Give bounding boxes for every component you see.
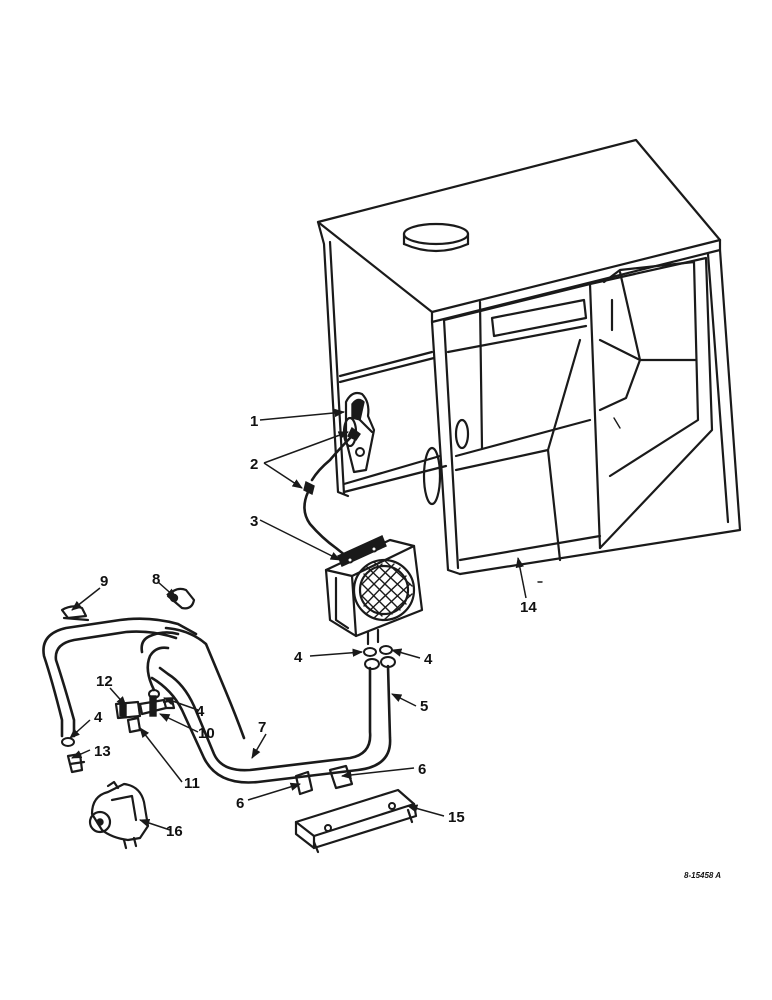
cab-assembly [316,138,742,576]
callout-12: 12 [96,673,113,690]
callout-5: 5 [420,698,428,715]
hose-clamps [61,645,396,747]
callout-6-left: 6 [236,795,244,812]
callout-4-fitting: 4 [196,703,205,720]
tee-fitting-12 [114,700,142,720]
heater-unit [324,535,424,646]
callout-6-right: 6 [418,761,426,778]
callout-7: 7 [258,719,266,736]
callout-11: 11 [184,775,200,792]
drawing-number: 8-15458 A [684,871,721,880]
nipple-fitting-11 [126,716,142,734]
callout-4-left: 4 [294,649,303,666]
callout-9: 9 [100,573,108,590]
hose-support-6b [328,764,354,790]
callout-13: 13 [94,743,111,760]
callout-10: 10 [198,725,215,742]
mounting-bracket-15 [294,788,418,854]
callout-8: 8 [152,571,160,588]
water-pump-16 [88,780,150,850]
callout-14: 14 [520,599,537,616]
heater-control-valve [344,391,376,474]
callout-4-lower: 4 [94,709,103,726]
grille-mesh [361,559,413,621]
callout-1: 1 [250,413,258,430]
heater-hose-7 [42,617,246,740]
callout-2: 2 [250,456,258,473]
callout-labels: 1 2 3 4 4 4 4 5 6 6 7 8 9 10 11 12 13 14… [94,413,537,840]
callout-3: 3 [250,513,258,530]
callout-16: 16 [166,823,183,840]
leader-lines [69,408,527,831]
callout-4-right: 4 [424,651,433,668]
heater-hose-5 [150,664,392,784]
hose-clamp-8 [166,587,196,610]
callout-15: 15 [448,809,465,826]
control-cable [303,426,361,558]
